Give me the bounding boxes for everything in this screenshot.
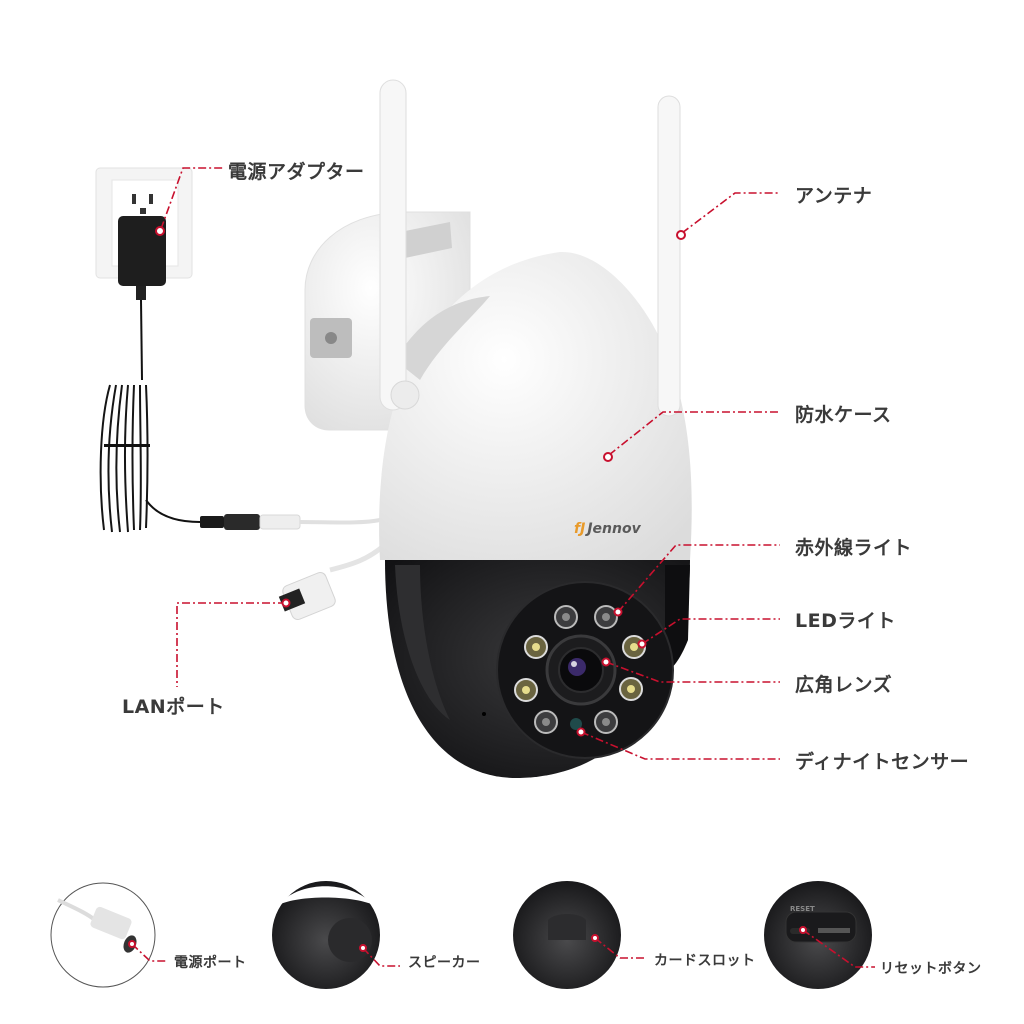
- brand-mark-icon: fJ: [574, 521, 586, 537]
- label-speaker: スピーカー: [408, 955, 481, 971]
- label-day-night-sensor: ディナイトセンサー: [795, 751, 970, 773]
- antenna-image: [379, 79, 681, 417]
- reset-panel-text: RESET: [790, 905, 815, 913]
- callout-lines: [131, 167, 875, 968]
- camera-head: [385, 560, 690, 779]
- lan-connector-image: [278, 538, 392, 620]
- label-power-adapter: 電源アダプター: [228, 161, 365, 183]
- label-ir-light: 赤外線ライト: [795, 537, 913, 559]
- detail-power-port-image: [50, 882, 156, 988]
- label-wide-lens: 広角レンズ: [795, 674, 893, 696]
- white-led-ring: [514, 635, 646, 702]
- callout-dots: [128, 226, 807, 952]
- waterproof-case-image: [379, 251, 692, 560]
- label-card-slot: カードスロット: [654, 953, 756, 969]
- detail-card-slot-image: [513, 881, 621, 989]
- label-power-port: 電源ポート: [174, 955, 247, 971]
- label-led-light: LEDライト: [795, 610, 896, 632]
- label-lan-port: LANポート: [122, 696, 225, 718]
- label-antenna: アンテナ: [795, 185, 873, 207]
- detail-speaker-image: [272, 881, 380, 989]
- brand-name: Jennov: [587, 521, 641, 537]
- label-waterproof-case: 防水ケース: [795, 404, 892, 426]
- ir-led-ring: [534, 605, 618, 734]
- detail-reset-button-image: [764, 881, 872, 989]
- label-reset-button: リセットボタン: [880, 961, 982, 977]
- power-adapter-image: [99, 216, 381, 533]
